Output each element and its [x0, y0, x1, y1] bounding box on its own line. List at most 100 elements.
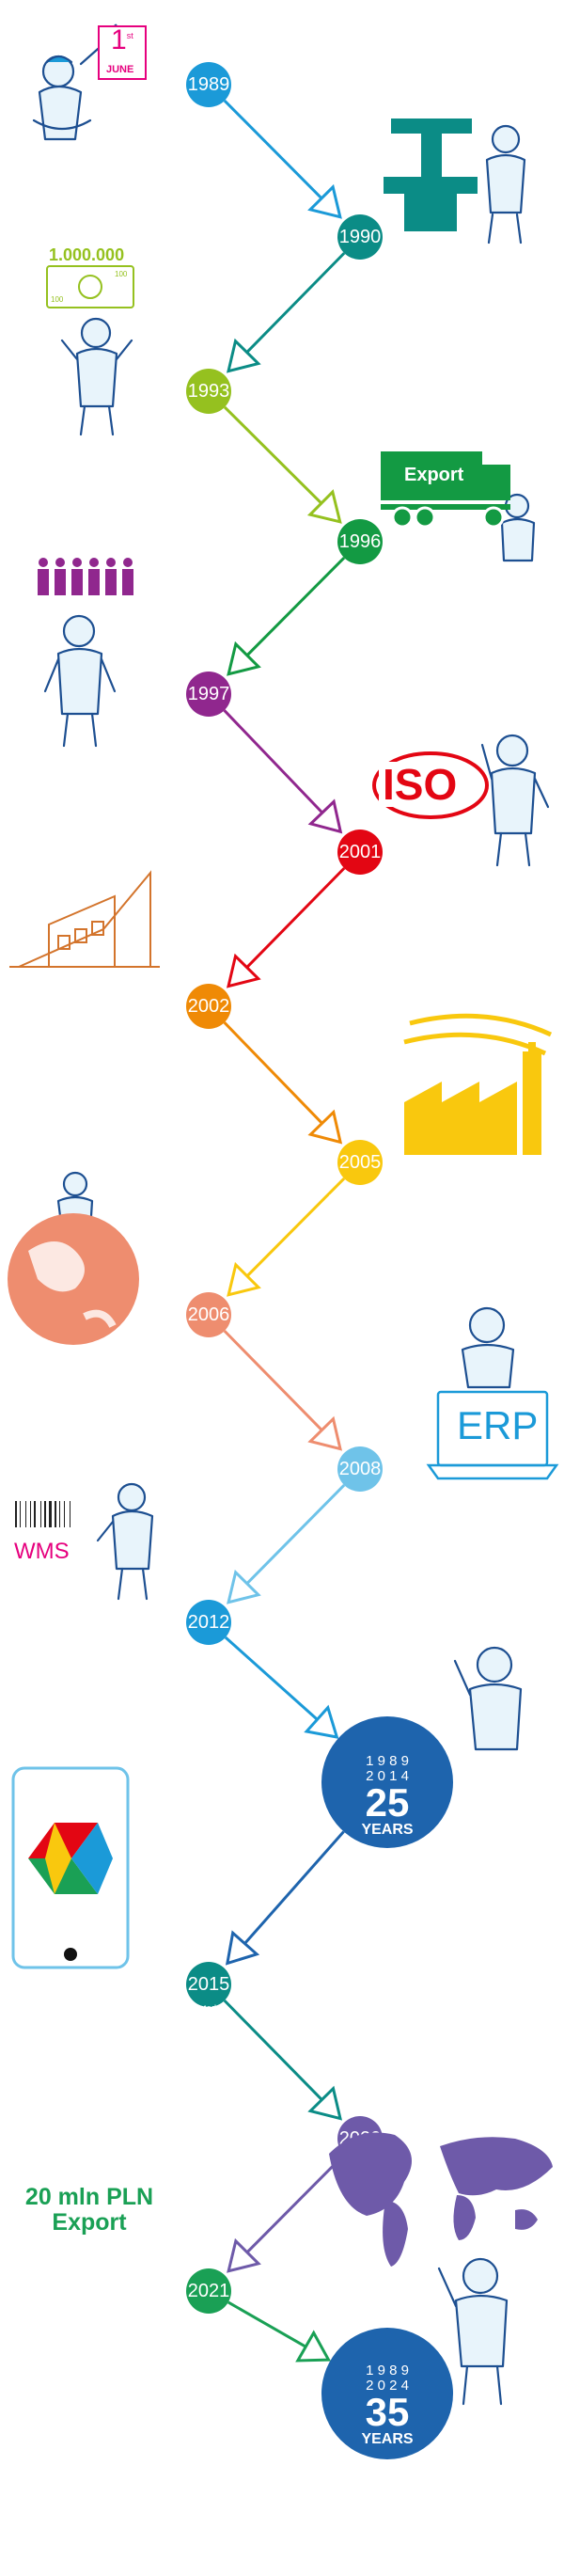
person-icon: [88, 569, 100, 595]
arrowhead: [307, 1109, 343, 1145]
anniversary-25-number: 25: [365, 1780, 410, 1825]
milestone-title: VIII 2005: [329, 1192, 383, 1207]
arrowhead: [307, 183, 342, 219]
milestone-title: 2020: [408, 2057, 438, 2072]
arrowhead: [227, 1261, 261, 1297]
year-label: 2006: [188, 1304, 230, 1325]
calendar-sup: st: [126, 31, 133, 40]
connector-line: [236, 252, 346, 363]
milestone-card-1997: 1997 At the end of 1997 we employ 113 peo…: [95, 749, 249, 798]
connector-line: [223, 1330, 333, 1441]
person-icon: [105, 569, 117, 595]
calendar-month: JUNE: [106, 64, 134, 75]
milestone-title: 2021: [26, 2290, 56, 2305]
connector-line: [235, 1830, 345, 1955]
milestone-text: We export now to 6 continents.: [408, 2075, 531, 2085]
connector-line: [236, 556, 346, 666]
worker-press-icon: [384, 119, 526, 245]
barcode-bar: [59, 1501, 60, 1527]
connector-line: [236, 1177, 346, 1287]
export-big-label: 20 mln PLN Export: [24, 2184, 154, 2236]
milestone-text: We purchase APAREL Company: [329, 1209, 459, 1220]
milestone-title: 2015: [91, 1985, 121, 2000]
barcode-bar: [25, 1501, 26, 1527]
anniversary-circle: [321, 2328, 453, 2459]
erp-label: ERP: [457, 1403, 539, 1447]
person-icon: [106, 558, 116, 567]
worker-driver-icon: [500, 493, 536, 562]
milestone-title: III 2002: [104, 1056, 149, 1071]
wms-label: WMS: [14, 1539, 70, 1564]
anniversary-25-word: YEARS: [361, 1822, 414, 1838]
connector-line: [236, 867, 346, 978]
connector-line: [223, 1021, 333, 1134]
anniversary-35-word: YEARS: [361, 2431, 414, 2447]
worker-35-years-icon: [437, 2257, 509, 2406]
arrowhead: [307, 2085, 343, 2121]
connector-line: [223, 1999, 333, 2110]
arrowhead: [306, 489, 342, 524]
money-label: 1.000.000: [49, 245, 125, 264]
barcode-bar: [20, 1501, 21, 1527]
person-icon: [123, 558, 133, 567]
milestone-text: At the end of 1997 we employ 113 people: [104, 775, 223, 797]
factory-icon: [403, 1013, 553, 1155]
barcode-bar: [49, 1501, 52, 1527]
barcode-bar: [44, 1501, 46, 1527]
anniversary-35: 1 9 8 9 2 0 2 4 35 YEARS: [327, 2363, 447, 2448]
barcode-bar: [64, 1501, 65, 1527]
anniversary-35-to: 2 0 2 4: [366, 2378, 409, 2394]
bill-value-left: 100: [51, 295, 64, 304]
year-circle: [186, 62, 231, 107]
worker-erp-icon: [461, 1306, 515, 1389]
milestone-title: 1997: [104, 757, 134, 772]
building-icon: [9, 870, 160, 968]
milestone-title: 2001: [329, 897, 359, 912]
iso-label: ISO: [379, 762, 462, 807]
connector-line: [236, 2153, 346, 2263]
connector-arrows: [223, 99, 346, 2363]
worker-illustrations: [32, 24, 550, 2406]
truck-label: Export: [404, 465, 464, 485]
anniversary-25-to: 2 0 1 4: [366, 1768, 409, 1784]
barcode-bar: [40, 1501, 41, 1527]
milestone-title: X 1996: [329, 605, 371, 620]
milestone-text: In the middle of 1993 we achieve turnove…: [104, 471, 235, 493]
year-circle: [186, 984, 231, 1029]
arrowhead: [227, 640, 261, 676]
person-icon: [122, 569, 133, 595]
connector-line: [223, 99, 333, 209]
anniversary-35-number: 35: [365, 2390, 410, 2434]
calendar-day: 1st: [111, 24, 133, 55]
arrowhead: [307, 798, 343, 834]
arrowhead: [227, 2237, 261, 2273]
barcode-bar: [55, 1501, 56, 1527]
milestone-title: 2006: [104, 1367, 134, 1382]
connector-line: [223, 709, 333, 824]
connector-line: [236, 1484, 346, 1594]
barcode-bar: [15, 1501, 17, 1527]
calendar-icon: [98, 25, 147, 80]
milestone-title: 2008: [329, 1501, 359, 1516]
barcode-bar: [30, 1501, 31, 1527]
milestone-text: ERP system is implemented for client ser…: [329, 1519, 454, 1551]
milestone-title: X 1990: [329, 301, 371, 316]
connector-line: [224, 1636, 328, 1730]
person-icon: [71, 569, 83, 595]
year-label: 1989: [188, 74, 230, 95]
milestone-text: New homepage is implemented: [91, 2003, 217, 2014]
banknote-icon: [46, 265, 134, 308]
anniversary-circle: [321, 1716, 453, 1848]
arrowhead: [227, 1569, 261, 1604]
year-circle: [186, 672, 231, 717]
year-label: 2015: [188, 1974, 230, 1995]
phone-icon: [11, 1766, 130, 1969]
person-icon: [38, 569, 49, 595]
